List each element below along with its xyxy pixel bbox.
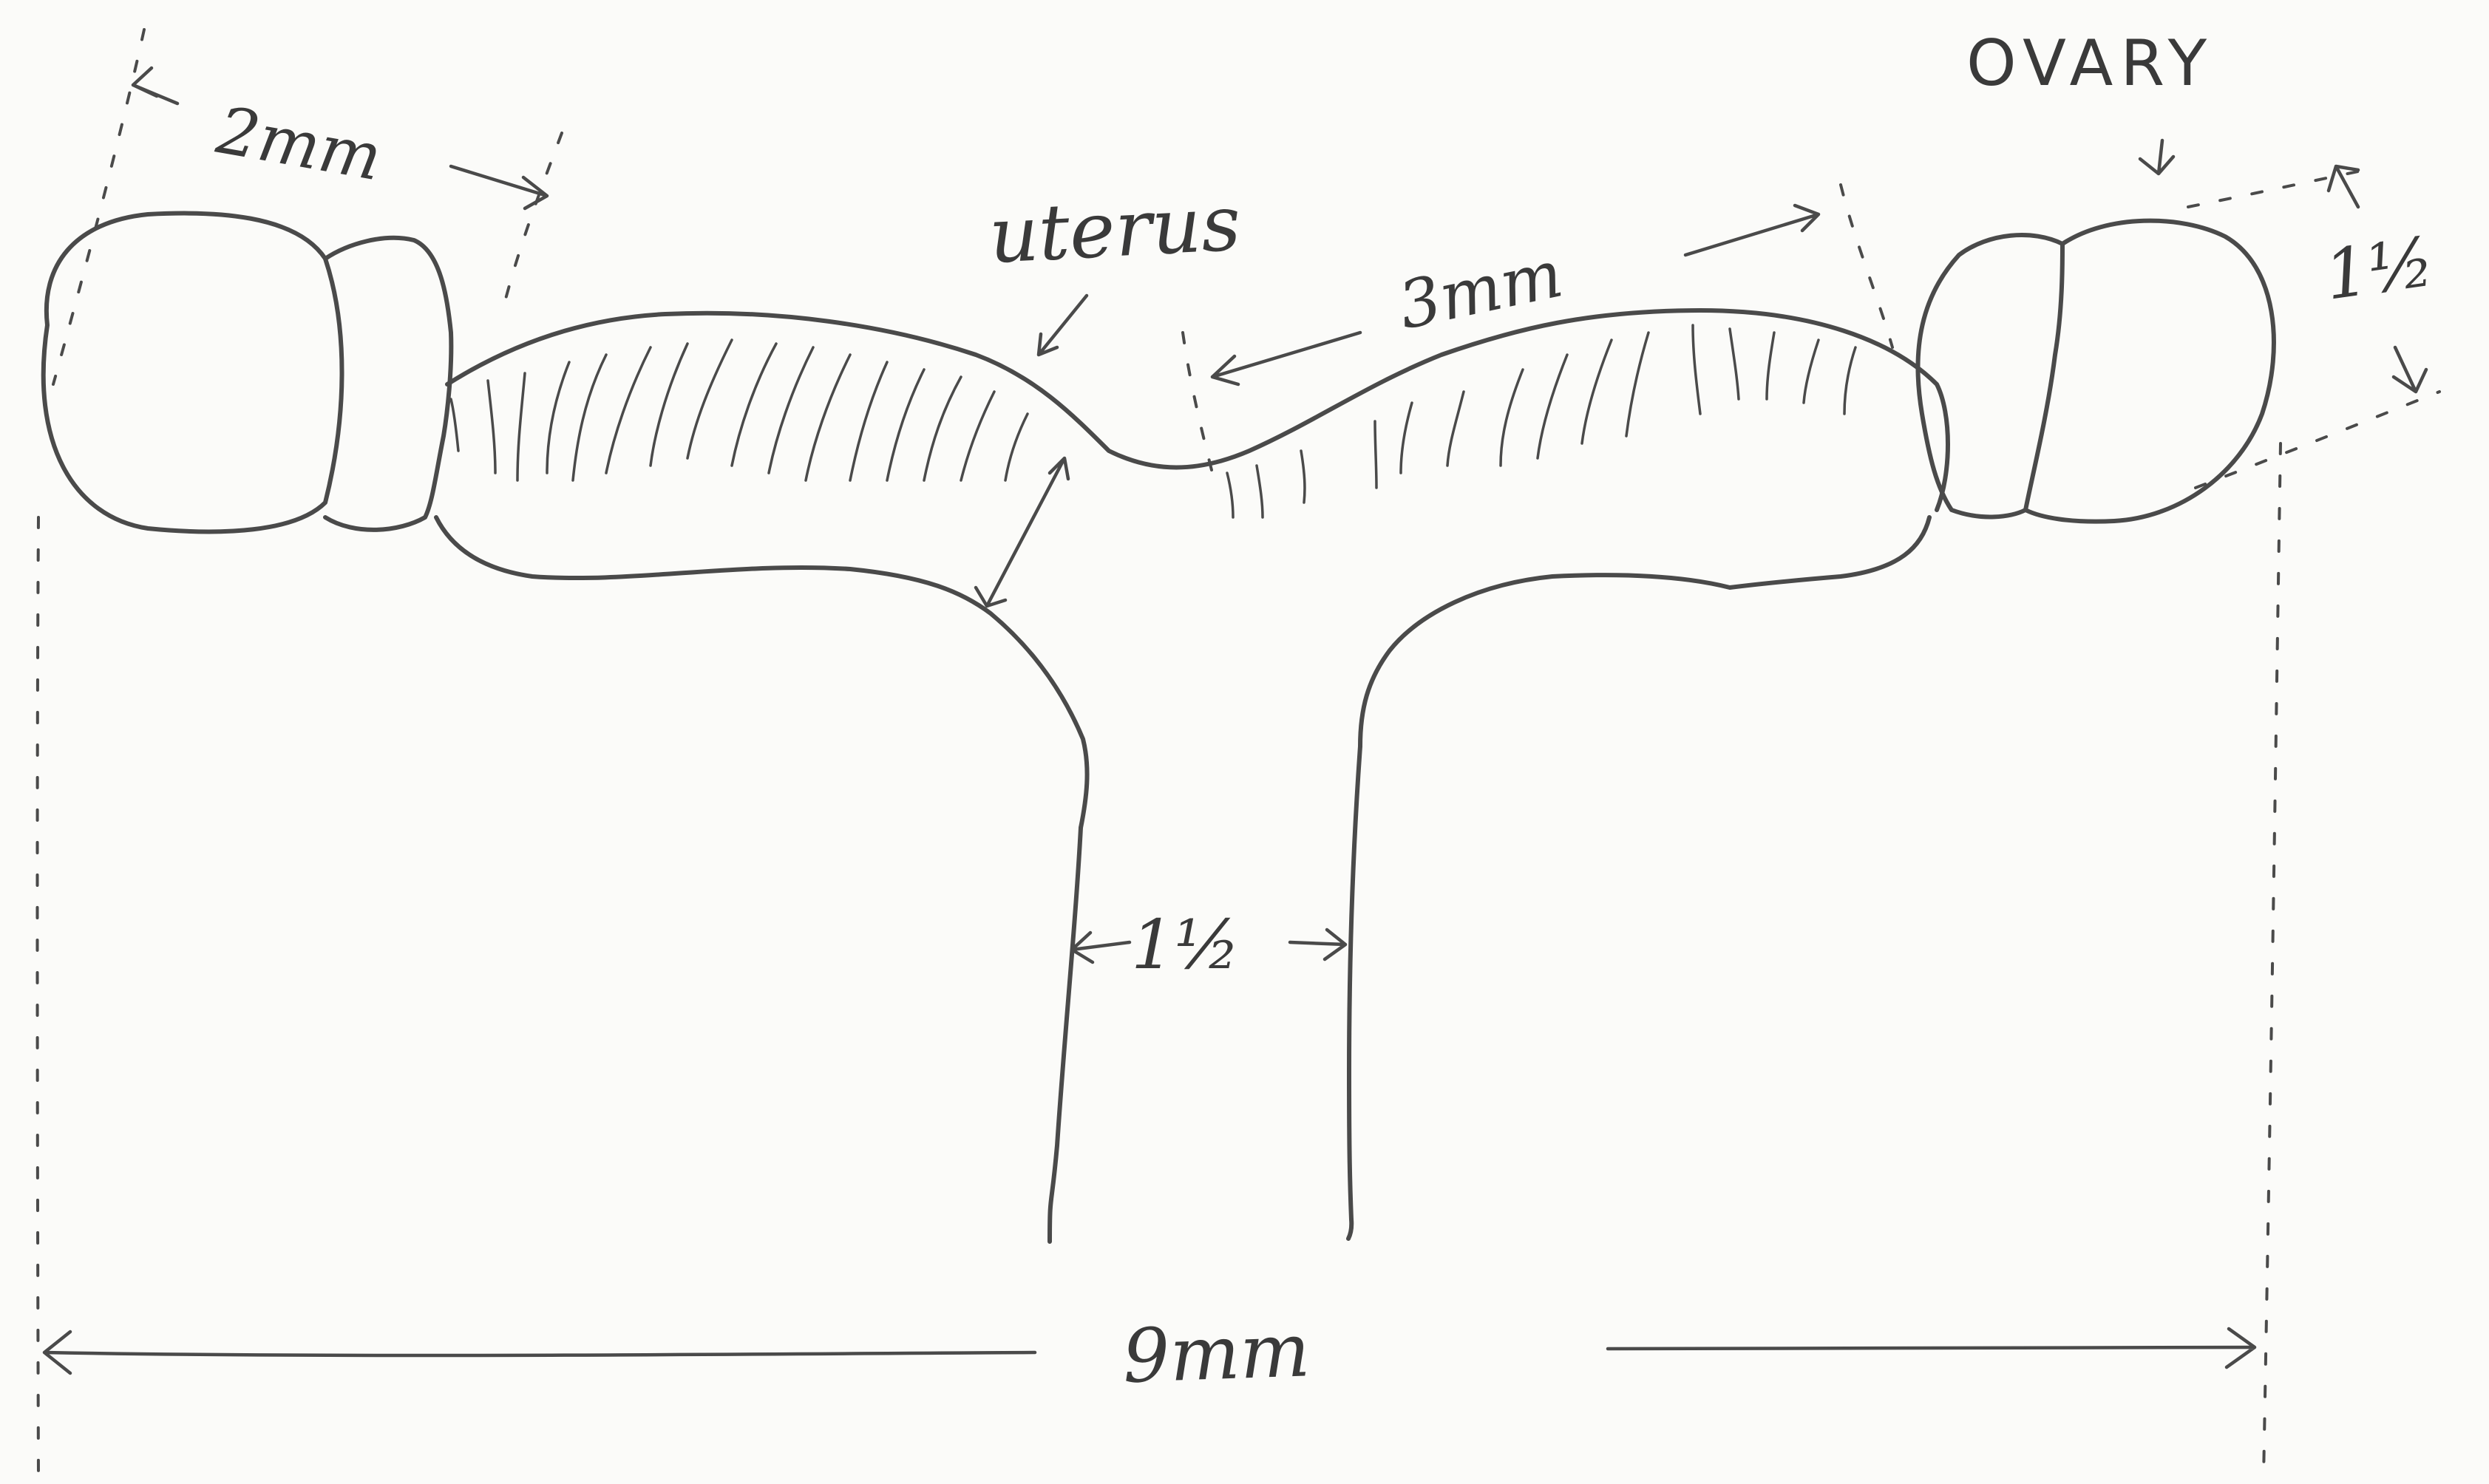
arrow-body-left	[1072, 933, 1130, 962]
arrow-2mm-left	[133, 68, 177, 103]
left-ovary-lobe-inner	[325, 238, 451, 530]
arrow-body-right	[1290, 930, 1345, 959]
arrow-ovary	[2140, 140, 2173, 174]
arrow-9mm-right	[1608, 1329, 2255, 1367]
uterus-top-edge	[447, 310, 1948, 510]
arrow-3mm-left	[1212, 333, 1360, 384]
left-ovary-guide-line-2	[503, 133, 562, 310]
horn-guide-right	[1841, 185, 1892, 347]
left-ovary	[44, 214, 452, 532]
label-body-width: 1½	[1131, 905, 1240, 984]
arrow-horn-thickness	[976, 458, 1068, 606]
left-ovary-guide-line	[53, 30, 144, 384]
uterus-body-right-tick	[1348, 1219, 1351, 1239]
uterus-bottom-left-edge	[436, 517, 1087, 828]
arrow-2mm-right	[451, 166, 547, 208]
left-width-guide	[38, 517, 39, 1478]
uterus-bottom-right-edge	[1360, 517, 1929, 746]
uterus-body-right-wall	[1349, 746, 1360, 1219]
arrow-ovary-bottom	[2394, 347, 2426, 392]
label-ovary: OVARY	[1966, 27, 2214, 101]
uterus	[436, 310, 1948, 1242]
arrow-9mm-left	[44, 1332, 1035, 1373]
arrow-uterus	[1039, 296, 1087, 355]
uterus-body-left-wall	[1050, 828, 1081, 1242]
right-ovary-lobe-inner	[1918, 235, 2062, 517]
label-2mm: 2mm	[211, 92, 387, 195]
ovary-bottom-guide	[2196, 392, 2439, 488]
ovary-top-guide	[2188, 170, 2366, 207]
right-ovary	[1918, 221, 2273, 522]
right-ovary-lobe-outer	[2026, 221, 2274, 522]
labels: 2mm uterus 3mm OVARY 1½ 1½ 9mm	[211, 27, 2439, 1400]
horn-guide-left	[1183, 333, 1212, 473]
uterus-hatching	[451, 325, 1855, 517]
arrow-3mm-right	[1685, 205, 1819, 255]
label-ovary-dimension: 1½	[2320, 222, 2439, 316]
label-9mm: 9mm	[1121, 1307, 1311, 1400]
right-width-guide	[2264, 443, 2281, 1478]
label-uterus: uterus	[987, 177, 1243, 281]
